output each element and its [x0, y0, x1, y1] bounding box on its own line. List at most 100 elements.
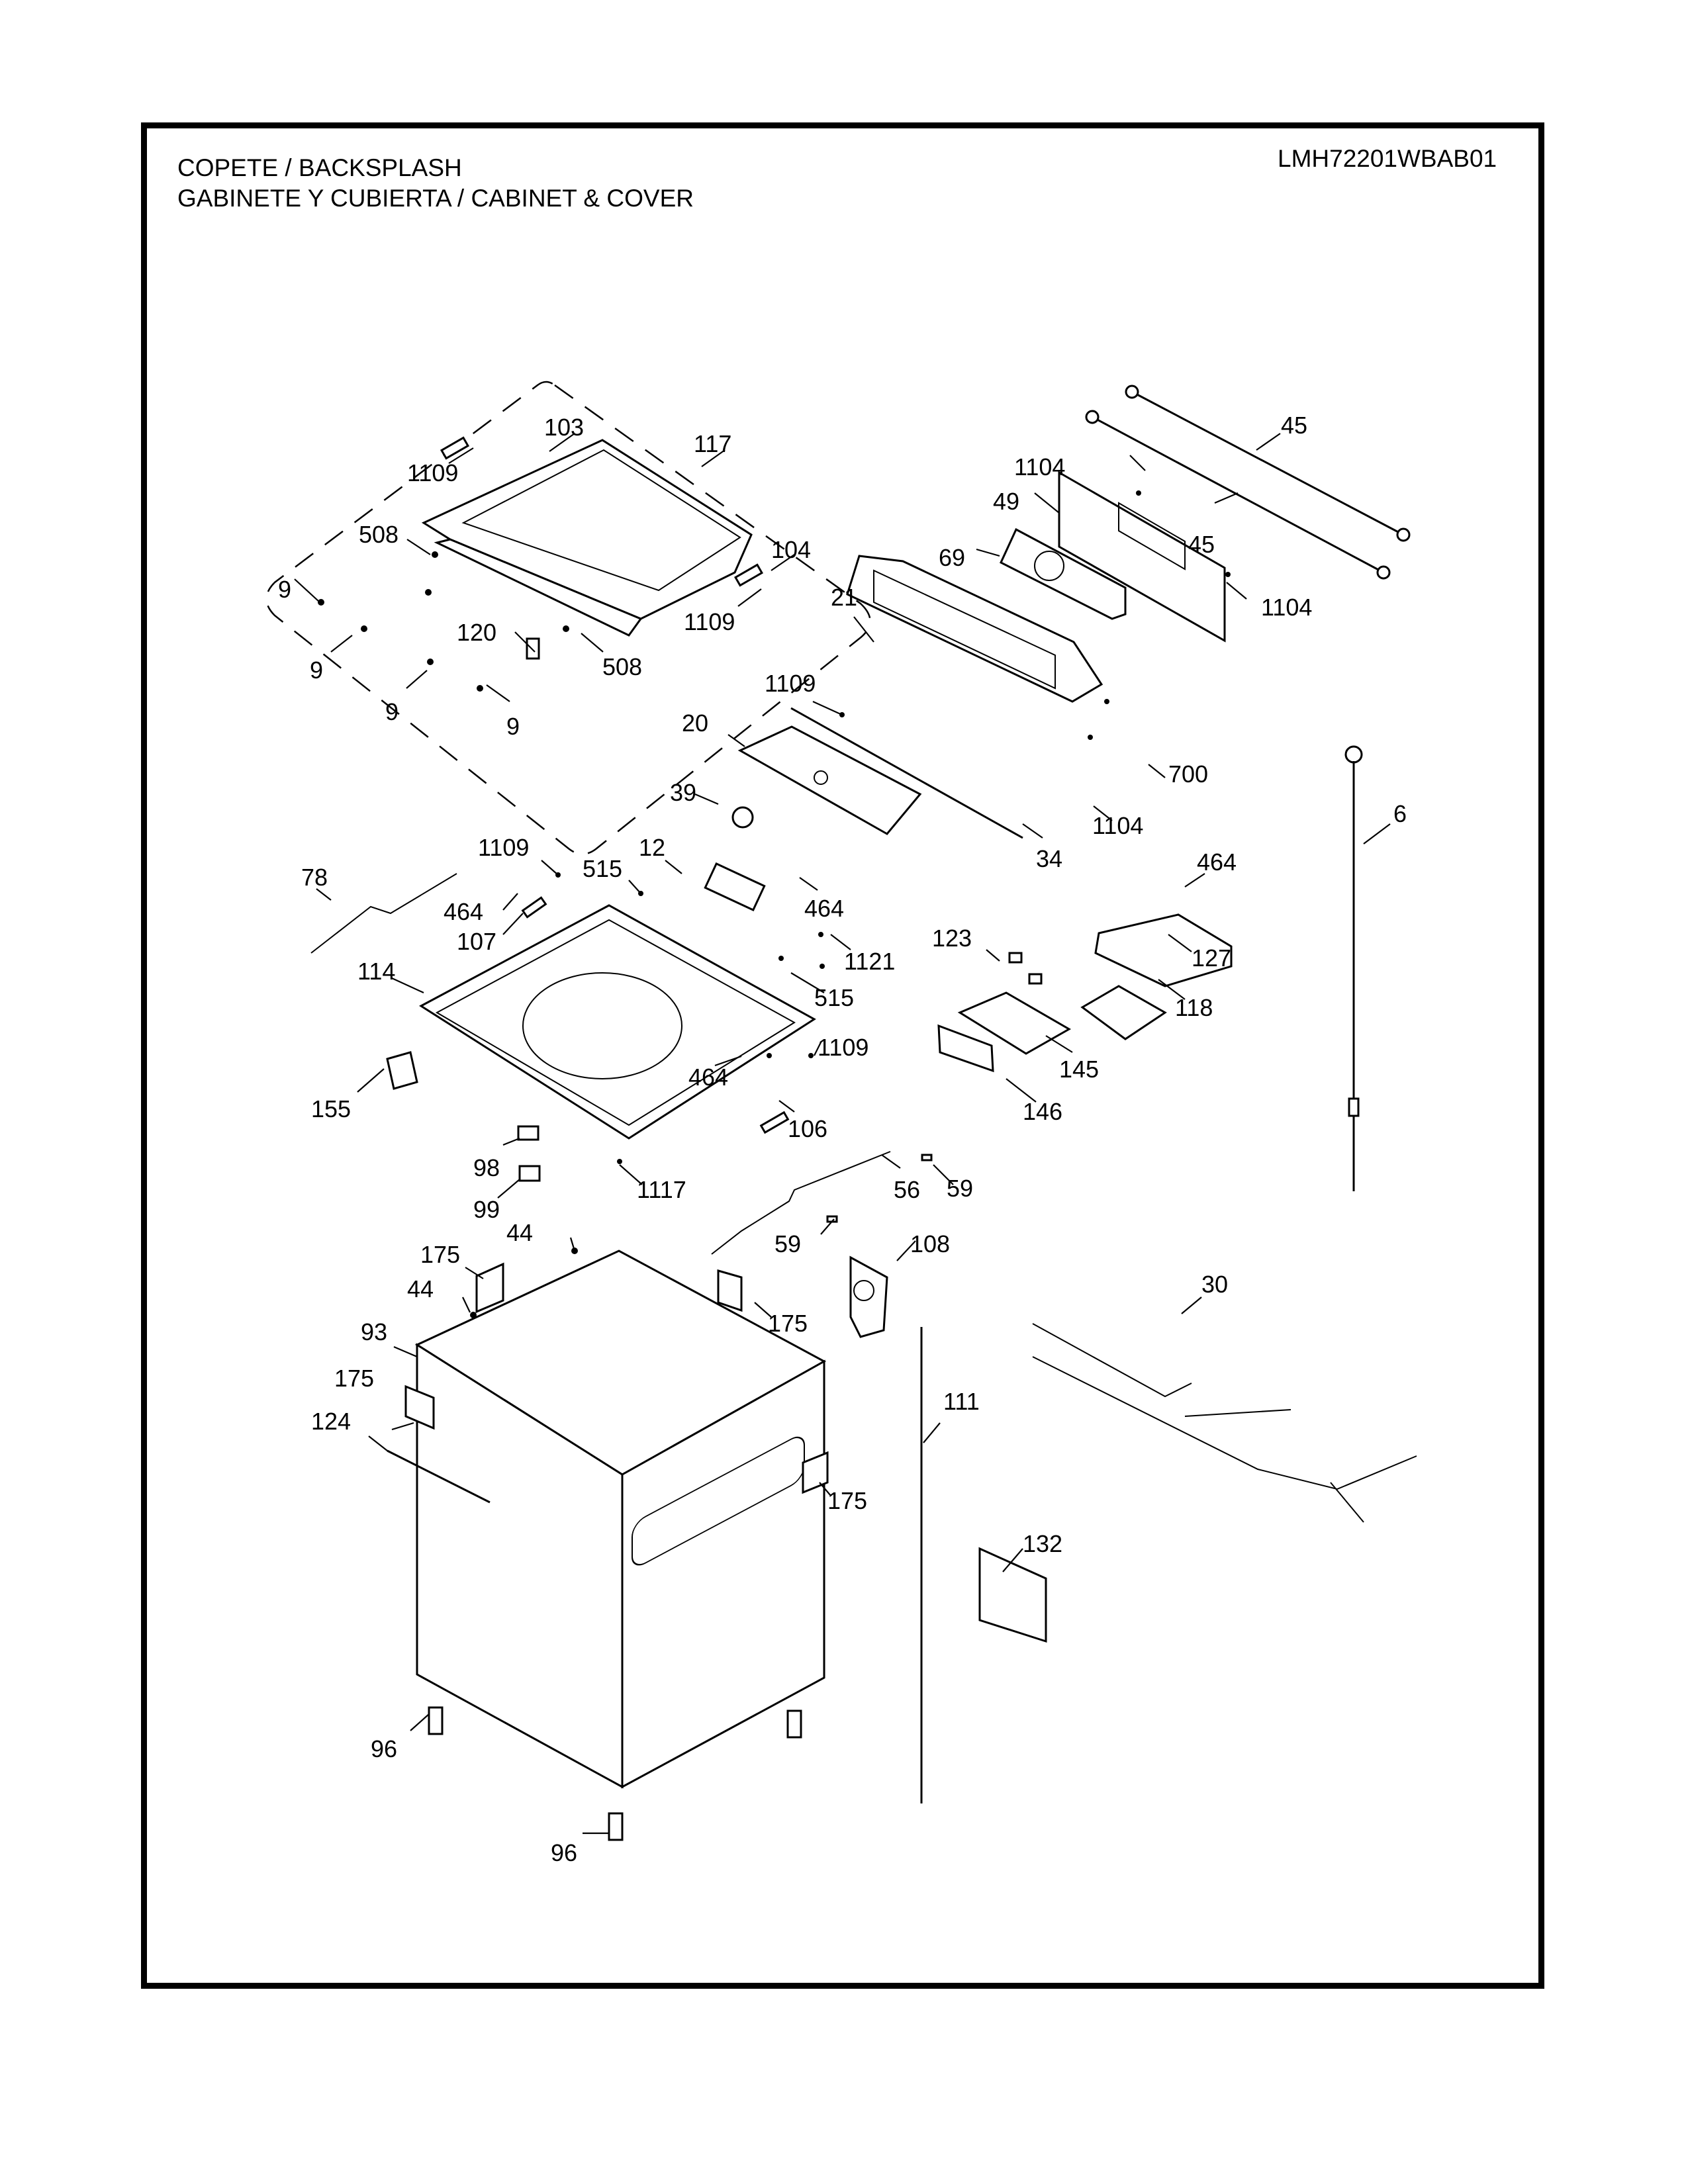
label-175-d	[802, 1451, 829, 1494]
section-title-backsplash: COPETE / BACKSPLASH	[177, 154, 462, 181]
callout-44: 44	[407, 1275, 434, 1302]
manual-132	[978, 1547, 1047, 1643]
dispenser-drawer-145	[957, 991, 1072, 1055]
callout-700: 700	[1168, 760, 1208, 788]
sensor-106	[759, 1111, 790, 1134]
model-number: LMH72201WBAB01	[1278, 145, 1497, 172]
callout-1121: 1121	[844, 948, 895, 975]
callout-175: 175	[420, 1241, 460, 1268]
control-board-69	[1000, 527, 1127, 620]
callout-1109: 1109	[478, 834, 529, 861]
callout-104: 104	[771, 536, 811, 563]
rear-panel-49	[1058, 471, 1226, 643]
callout-515: 515	[583, 855, 622, 882]
callout-45: 45	[1281, 412, 1307, 439]
leveling-leg-96-a	[428, 1706, 444, 1735]
callout-21: 21	[831, 584, 857, 611]
callout-9: 9	[506, 713, 520, 740]
callout-175: 175	[334, 1365, 374, 1392]
callout-30: 30	[1201, 1271, 1228, 1298]
lid-assembly-boundary	[265, 381, 871, 855]
callout-78: 78	[301, 864, 328, 891]
callout-127: 127	[1192, 944, 1231, 972]
callout-96: 96	[551, 1839, 577, 1866]
control-panel-20	[737, 725, 922, 835]
wire-harness-30	[1032, 1323, 1417, 1523]
callout-508: 508	[602, 653, 642, 680]
part-98	[517, 1125, 539, 1141]
callout-464: 464	[444, 898, 483, 925]
callout-132: 132	[1023, 1530, 1062, 1557]
callout-123: 123	[932, 925, 972, 952]
callout-107: 107	[457, 928, 496, 955]
callout-1109: 1109	[818, 1034, 868, 1061]
callout-39: 39	[670, 779, 696, 806]
harness-56	[711, 1151, 891, 1255]
callout-69: 69	[939, 544, 965, 571]
callout-464: 464	[688, 1064, 728, 1091]
callout-59: 59	[947, 1175, 973, 1202]
callout-103: 103	[544, 414, 584, 441]
label-175-a	[475, 1262, 504, 1314]
callout-114: 114	[357, 958, 395, 985]
trim-strip-34	[790, 707, 1023, 839]
dispenser-housing-127	[1094, 913, 1233, 987]
callout-9: 9	[385, 698, 399, 725]
rail-124	[387, 1449, 491, 1504]
callout-34: 34	[1036, 845, 1062, 872]
callout-117: 117	[694, 430, 731, 457]
callout-45: 45	[1188, 531, 1215, 558]
callout-96: 96	[371, 1735, 397, 1762]
callout-labels: 103 117 1109 508 104 9 1109 120 9 508 9 …	[278, 412, 1407, 1866]
callout-155: 155	[311, 1095, 351, 1122]
dispenser-tray-118	[1080, 985, 1167, 1040]
label-175-c	[404, 1385, 435, 1430]
callout-93: 93	[361, 1318, 387, 1345]
power-cord-6	[1344, 745, 1363, 1191]
callout-1109: 1109	[407, 459, 458, 486]
section-title-cabinet-cover: GABINETE Y CUBIERTA / CABINET & COVER	[177, 185, 694, 212]
callout-464: 464	[804, 895, 844, 922]
callout-111: 111	[943, 1388, 980, 1415]
knob-39	[731, 806, 754, 829]
callout-44: 44	[506, 1219, 533, 1246]
page-frame	[141, 122, 1544, 1989]
part-99	[518, 1165, 541, 1182]
callout-9: 9	[310, 657, 323, 684]
callout-145: 145	[1059, 1056, 1099, 1083]
lid-hinge-104	[733, 563, 764, 587]
connector-59-a	[921, 1154, 933, 1161]
wire-harness-78	[310, 873, 457, 954]
inlet-hose-45-upper	[1125, 385, 1411, 542]
sensor-107	[521, 896, 547, 919]
control-housing-21	[846, 555, 1103, 703]
label-175-b	[717, 1269, 743, 1312]
callout-146: 146	[1023, 1098, 1062, 1125]
leveling-leg-96-c	[608, 1812, 624, 1841]
callout-12: 12	[639, 834, 665, 861]
callout-9: 9	[278, 576, 291, 603]
callout-99: 99	[473, 1196, 500, 1223]
callout-59: 59	[774, 1230, 801, 1257]
leveling-leg-96-b	[786, 1709, 802, 1739]
callout-120: 120	[457, 619, 496, 646]
callout-20: 20	[682, 709, 708, 737]
callout-124: 124	[311, 1408, 351, 1435]
cabinet-93	[414, 1250, 827, 1789]
callout-515: 515	[814, 984, 854, 1011]
dispenser-cap-123	[1008, 952, 1043, 985]
inlet-hose-45-lower	[1085, 410, 1391, 580]
callout-1104: 1104	[1261, 594, 1312, 621]
callout-1104: 1104	[1014, 453, 1065, 480]
callout-175: 175	[827, 1487, 867, 1514]
top-cover-114	[419, 904, 816, 1140]
water-valve-12	[704, 862, 766, 912]
drawer-panel-146	[937, 1024, 994, 1073]
callout-56: 56	[894, 1176, 920, 1203]
callout-49: 49	[993, 488, 1019, 515]
leader-lines	[294, 433, 1391, 1835]
callout-464: 464	[1197, 848, 1237, 876]
callout-108: 108	[910, 1230, 950, 1257]
callout-1109: 1109	[765, 670, 816, 697]
